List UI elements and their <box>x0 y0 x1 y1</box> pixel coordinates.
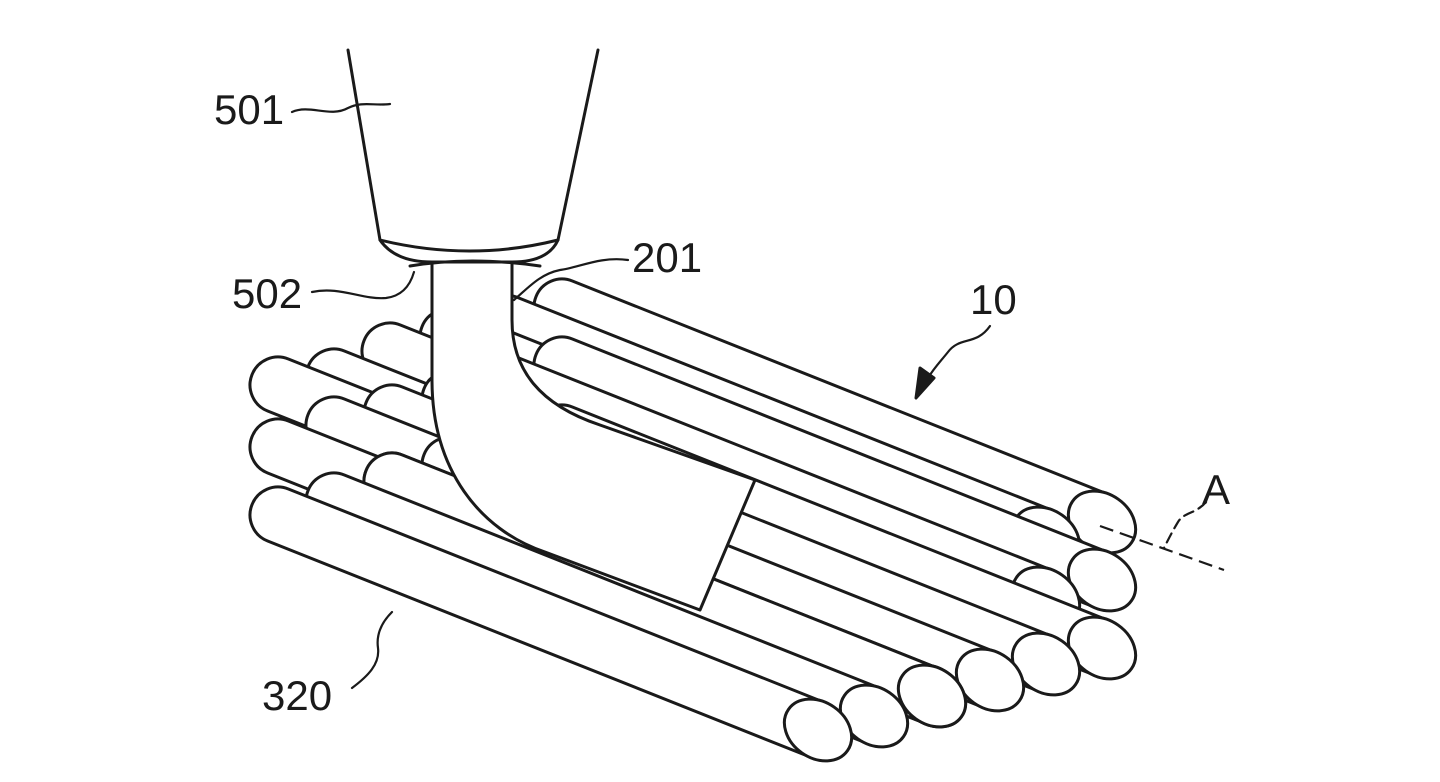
nozzle-tip-edge <box>408 259 542 268</box>
nozzle-501 <box>346 48 600 253</box>
rod-end <box>1066 615 1138 681</box>
label-502: 502 <box>232 270 302 317</box>
rod-body <box>248 485 830 758</box>
rod-end <box>896 663 968 729</box>
rod-end <box>838 683 910 749</box>
label-201: 201 <box>632 234 702 281</box>
leader-502 <box>310 270 416 300</box>
strand-201 <box>430 260 757 612</box>
arrow-10 <box>914 366 936 400</box>
axis-A-line <box>1099 524 1225 572</box>
label-10: 10 <box>970 276 1017 323</box>
leader-320 <box>350 610 394 690</box>
rod-end <box>782 697 854 763</box>
leader-10 <box>926 324 992 380</box>
label-320: 320 <box>262 672 332 719</box>
leader-501 <box>290 102 392 114</box>
leader-201 <box>512 258 630 302</box>
label-501: 501 <box>214 86 284 133</box>
rod-end <box>1066 547 1138 613</box>
rod-end <box>954 647 1026 713</box>
rod-end <box>1010 631 1082 697</box>
label-A: A <box>1202 466 1230 513</box>
leader-A <box>1162 500 1208 550</box>
